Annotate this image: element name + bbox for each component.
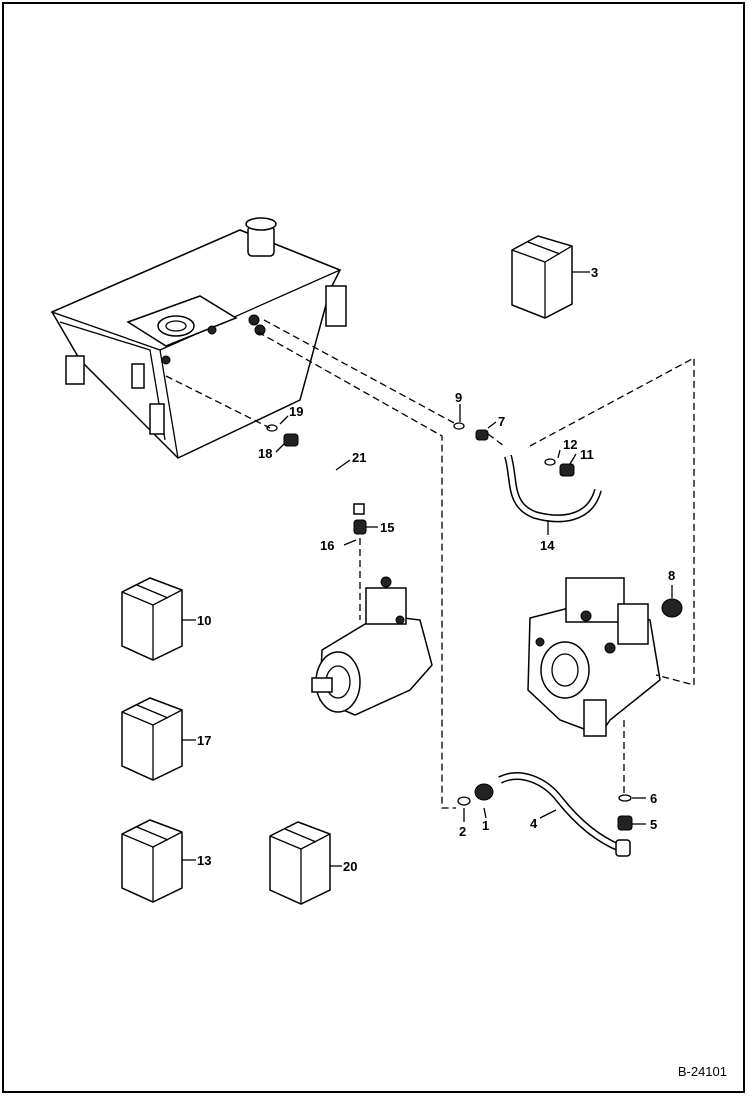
callout-labels: 3 10 17 13 20 9 7 19 18 21 16 15 14 12 1… xyxy=(197,265,675,874)
kit-box-3 xyxy=(511,235,573,319)
callout-1: 1 xyxy=(482,818,489,833)
callout-2: 2 xyxy=(459,824,466,839)
hose-4 xyxy=(498,772,631,857)
callout-6: 6 xyxy=(650,791,657,806)
assembly-lines xyxy=(165,319,695,809)
plug-8 xyxy=(661,598,683,618)
oring-2 xyxy=(457,796,471,806)
hydraulic-pump xyxy=(527,577,661,737)
fitting-11 xyxy=(559,463,575,477)
callout-12: 12 xyxy=(563,437,577,452)
callout-16: 16 xyxy=(320,538,334,553)
callout-5: 5 xyxy=(650,817,657,832)
callout-11: 11 xyxy=(580,447,594,462)
callout-19: 19 xyxy=(289,404,303,419)
oring-19 xyxy=(266,424,278,432)
callout-7: 7 xyxy=(498,414,505,429)
drawing-reference-number: B-24101 xyxy=(677,1064,727,1079)
callout-8: 8 xyxy=(668,568,675,583)
kit-box-13 xyxy=(121,819,183,903)
callout-15: 15 xyxy=(380,520,394,535)
hose-21 xyxy=(316,450,362,503)
leader-lines xyxy=(182,271,673,867)
hydraulic-tank xyxy=(50,217,347,459)
callout-18: 18 xyxy=(258,446,272,461)
fitting-7 xyxy=(475,429,489,441)
callout-21: 21 xyxy=(352,450,366,465)
hose-14 xyxy=(504,454,602,523)
callout-20: 20 xyxy=(343,859,357,874)
callout-4: 4 xyxy=(530,816,538,831)
fitting-15 xyxy=(353,503,367,535)
kit-box-10 xyxy=(121,577,183,661)
callout-14: 14 xyxy=(540,538,555,553)
fitting-1 xyxy=(474,783,494,801)
oring-6 xyxy=(618,794,632,802)
kit-box-17 xyxy=(121,697,183,781)
callout-13: 13 xyxy=(197,853,211,868)
fitting-18 xyxy=(283,433,299,447)
oring-12 xyxy=(544,458,556,466)
callout-17: 17 xyxy=(197,733,211,748)
callout-3: 3 xyxy=(591,265,598,280)
fitting-5 xyxy=(617,815,633,831)
hydraulic-motor xyxy=(311,576,433,716)
callout-10: 10 xyxy=(197,613,211,628)
callout-9: 9 xyxy=(455,390,462,405)
oring-9 xyxy=(453,422,465,430)
kit-box-20 xyxy=(269,821,331,905)
